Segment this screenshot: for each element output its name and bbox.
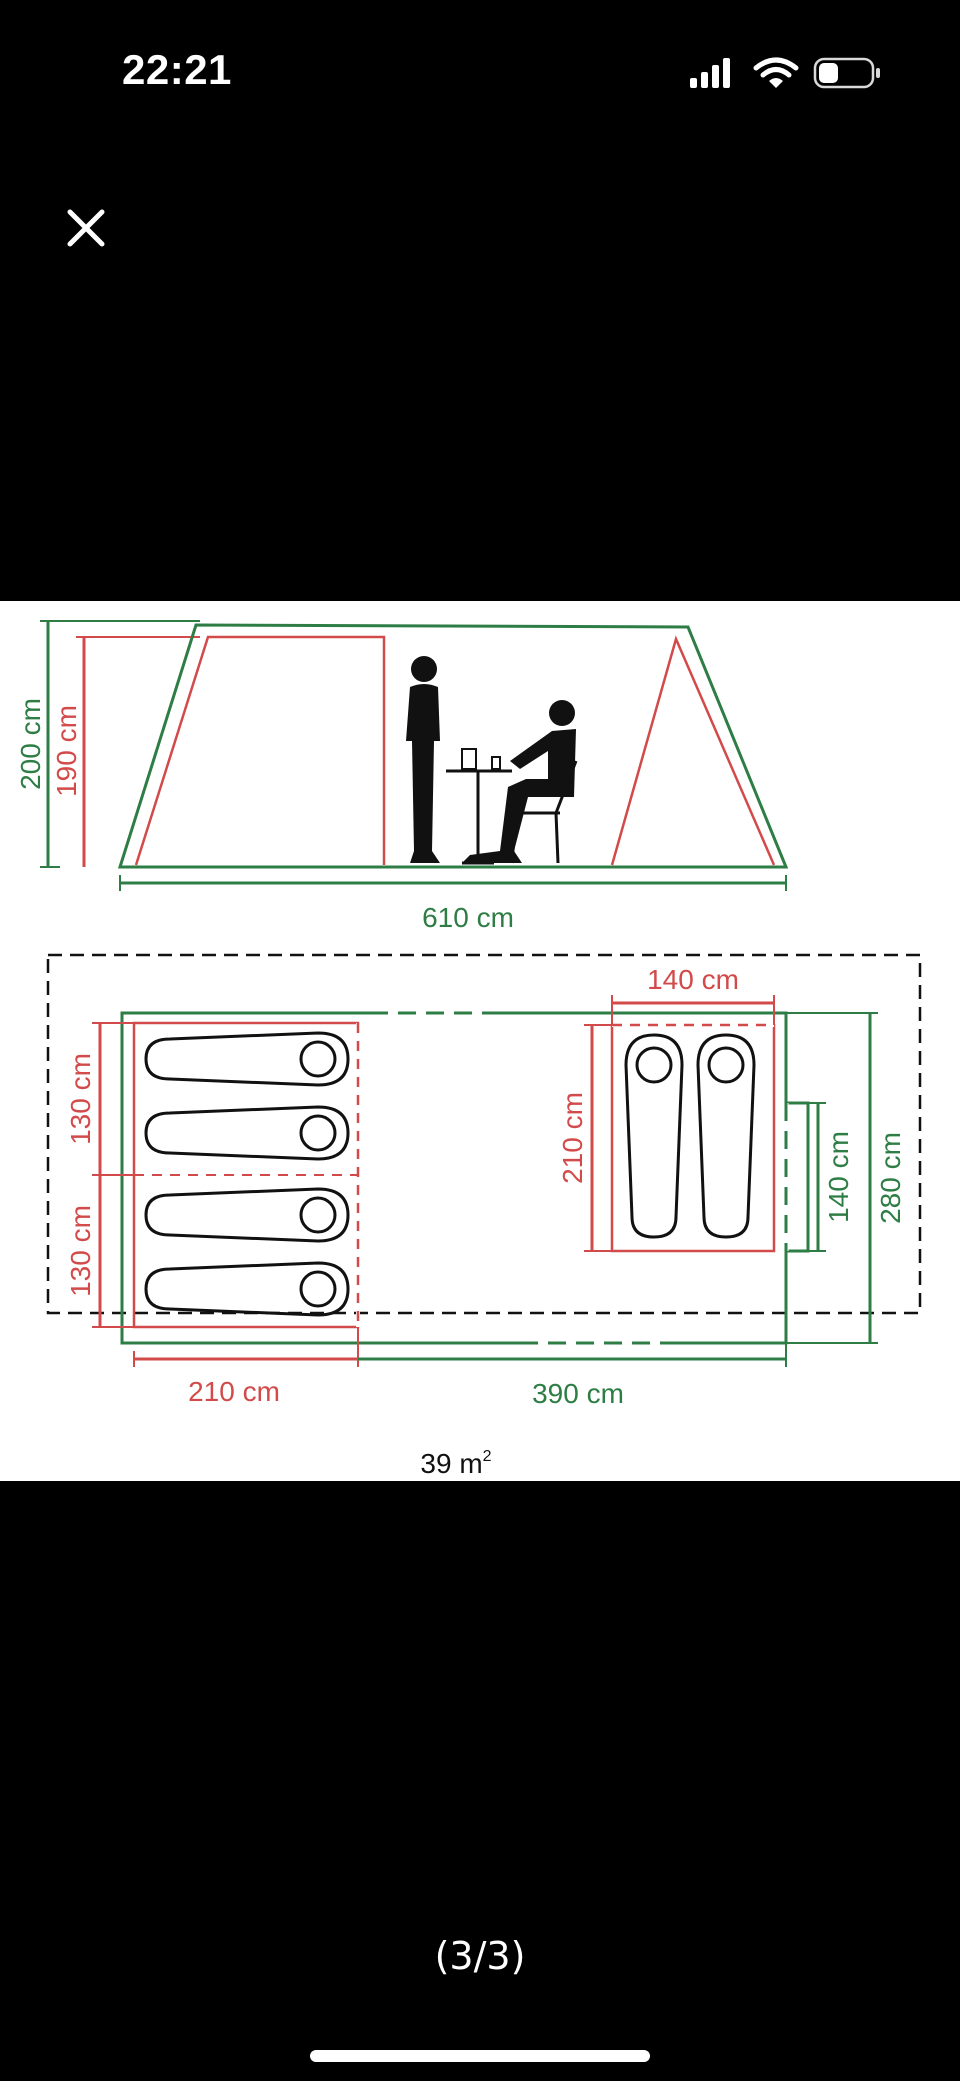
area-number: 39 m [420,1448,482,1479]
bedroom-left-depth-bottom-label: 130 cm [65,1205,96,1297]
sleeping-bag-icon [696,1033,756,1239]
sleeping-bag-icon [144,1031,350,1087]
bedroom-left-depth-top-label: 130 cm [65,1053,96,1145]
bedroom-left-length-label: 210 cm [188,1376,280,1407]
status-time: 22:21 [122,46,232,93]
sleeping-bag-icon [144,1261,350,1317]
length-total-label: 610 cm [422,902,514,933]
close-icon [67,209,105,247]
living-length-label: 390 cm [532,1378,624,1409]
tent-side-view: 200 cm 190 cm [15,620,789,933]
chair-icon [510,760,578,864]
battery-icon [813,57,880,89]
home-indicator[interactable] [310,2050,650,2062]
width-total-label: 280 cm [875,1132,906,1224]
sitting-person-icon [462,700,576,863]
sleeping-bag-icon [624,1033,684,1239]
wifi-icon [753,57,799,88]
signal-icon [690,58,730,88]
door-width-label: 140 cm [823,1131,854,1223]
area-unit-exponent: 2 [483,1448,492,1465]
status-icons [688,50,888,94]
height-inner-label: 190 cm [51,705,82,797]
height-total-label: 200 cm [15,698,46,790]
sleeping-bag-icon [144,1105,350,1161]
sleeping-bag-icon [144,1187,350,1243]
area-label: 39 m2 [420,1448,491,1479]
bedroom-right-width-label: 140 cm [647,964,739,995]
tent-floorplan-image: 200 cm 190 cm [0,601,960,1481]
tent-floor-plan: 130 cm 130 cm 210 cm 390 cm [46,953,922,1479]
bedroom-right-depth-label: 210 cm [557,1092,588,1184]
close-button[interactable] [58,200,114,256]
standing-person-icon [406,656,440,863]
image-counter: (3/3) [434,1934,526,1978]
